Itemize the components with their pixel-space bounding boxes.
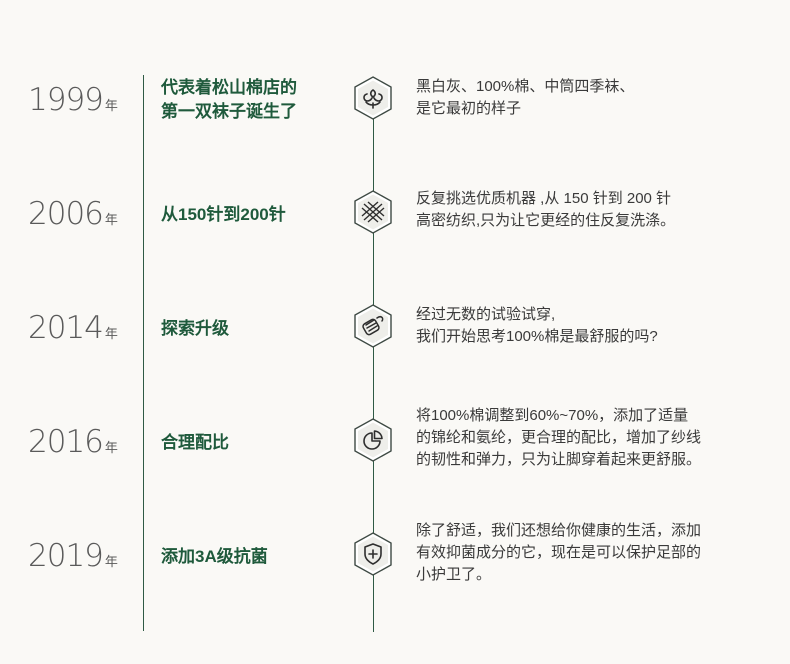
milestone-title: 添加3A级抗菌 <box>161 547 268 566</box>
timeline-left-line <box>143 75 144 631</box>
milestone-description: 反复挑选优质机器 ,从 150 针到 200 针 高密纺织,只为让它更经的住反复… <box>416 190 676 229</box>
milestone-description: 将100%棉调整到60%~70%，添加了适量 的锦纶和氨纶，更合理的配比，增加了… <box>416 407 702 468</box>
milestone-title: 从150针到200针 <box>161 205 286 224</box>
yarn-spool-icon <box>351 304 395 348</box>
milestone-title: 合理配比 <box>161 433 229 452</box>
pie-chart-icon <box>351 418 395 462</box>
milestone-description: 除了舒适，我们还想给你健康的生活，添加 有效抑菌成分的它，现在是可以保护足部的 … <box>416 522 702 583</box>
knit-mesh-icon <box>351 190 395 234</box>
milestone-title: 探索升级 <box>161 319 229 338</box>
milestone-description: 黑白灰、100%棉、中筒四季袜、 是它最初的样子 <box>416 78 635 117</box>
timeline-center-line <box>373 96 374 632</box>
cotton-flower-icon <box>351 76 395 120</box>
milestone-description: 经过无数的试验试穿, 我们开始思考100%棉是最舒服的吗? <box>416 306 658 345</box>
milestone-title: 代表着松山棉店的 第一双袜子诞生了 <box>161 78 297 121</box>
shield-plus-icon <box>351 532 395 576</box>
